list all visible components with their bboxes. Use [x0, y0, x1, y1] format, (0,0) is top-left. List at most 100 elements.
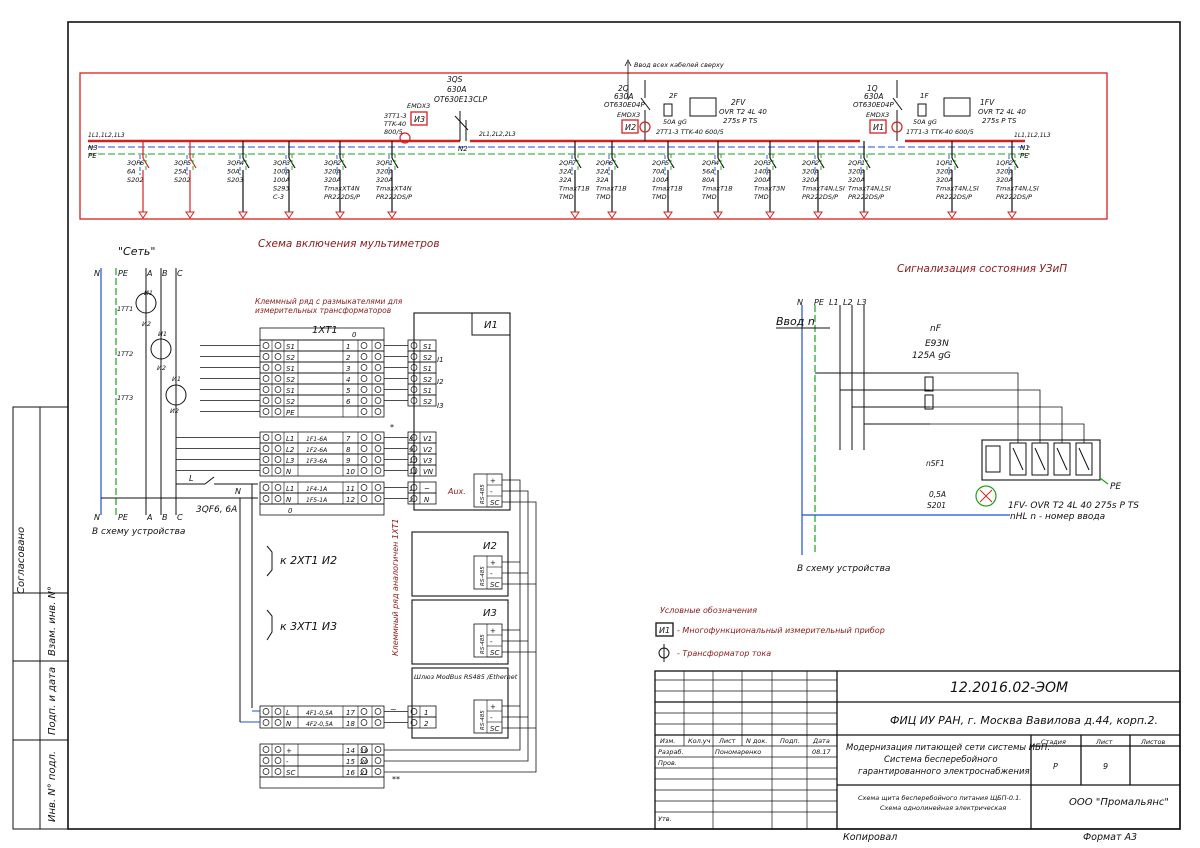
legend-meter-desc: - Многофункциональный измерительный приб… [677, 626, 885, 635]
meter-mid-box [621, 119, 639, 134]
meter1-aux-num: 2 [409, 496, 413, 504]
col-n: N [94, 269, 100, 278]
meter2-box [411, 531, 509, 597]
gateway-rs485-pin-2: SC [490, 725, 499, 733]
meter1-voltage-num: 9 [409, 446, 413, 454]
ct-terminal-row: PE [259, 405, 385, 418]
feeder-right-0-line-2: 320A [936, 176, 953, 184]
meter1-voltage-num: 11 [409, 468, 417, 476]
ct-row-num: 2 [346, 354, 351, 362]
spd-columns [801, 305, 865, 555]
col-pe: PE [118, 269, 129, 278]
voltage-row-a: N [286, 468, 292, 476]
meter1-aux-input: 1~ [407, 481, 437, 494]
voltage-row-a: L1 [286, 435, 294, 443]
aux-label: Aux. [447, 487, 466, 496]
feeder-left-1-line-2: S202 [174, 176, 191, 184]
tb-stage-head: Стадия [1041, 738, 1066, 746]
feeder-mid-4-line-0: 2QF3 [754, 159, 771, 167]
col-b-bottom: B [162, 513, 168, 522]
tb-project-2: Система бесперебойного [884, 755, 998, 765]
feeder-left-4-line-3: TmaxXT4N [324, 185, 360, 193]
aux-row-num: 12 [346, 496, 355, 504]
pe-right-label: PE [1020, 152, 1029, 160]
spd-fuse-switch [815, 372, 934, 425]
terminal-caption-1: Клеммный ряд с размыкателями для [255, 297, 403, 306]
aux-row-fuse: 1F4-1A [306, 486, 327, 493]
feeder-mid-1-line-3: TmaxT1B [596, 185, 627, 193]
modbus-wire [384, 490, 529, 762]
meter1-title-cell [471, 312, 511, 336]
ct-row-a: S1 [286, 365, 295, 373]
strip-star-mark: * [390, 423, 394, 432]
gateway-rs485-pin-1: - [490, 714, 493, 722]
meter-mid-label: И2 [625, 123, 636, 132]
spd-title: Сигнализация состояния УЗиП [897, 263, 1067, 275]
meter1-voltage-num: 8 [409, 435, 413, 443]
bus-row-num: 16 [346, 769, 355, 777]
meter1-ct-input-label: S1 [423, 387, 432, 395]
breaker-3qf6-label: 3QF6, 6A [196, 505, 237, 515]
phase-group-i3: I3 [437, 402, 444, 410]
ct1-label: 1TT1-3 TTK-40 600/5 [906, 128, 974, 136]
feeder-mid-6-line-3: TmaxT4N,LSI [848, 185, 891, 193]
spd-feed [852, 406, 1063, 443]
meter1-voltage-label: VN [423, 468, 434, 476]
voltage-row-fuse: 1F3-6A [306, 458, 327, 465]
meter1-voltage-label: V2 [423, 446, 433, 454]
meter-left-label: И3 [414, 115, 425, 124]
meter1-ct-input: S1 [407, 339, 437, 352]
spd-col-pe: PE [814, 298, 825, 307]
tb-dev-role: Разраб. [658, 748, 684, 756]
th-count: Кол.уч [688, 737, 711, 745]
ct3-i2: И2 [170, 407, 179, 415]
tb-approve-role: Утв. [658, 815, 672, 823]
breaker-3qf6 [101, 476, 258, 499]
meter1-ct-input: S2 [407, 394, 437, 407]
ct2-name: 1TT2 [117, 350, 133, 358]
spd-feed [815, 372, 1019, 443]
spd-pe-wire [1099, 477, 1109, 485]
emdx-mid: EMDX3 [617, 111, 640, 119]
fuse2-symbol [663, 103, 673, 117]
spd2-box [689, 97, 717, 117]
meter1-voltage-input: 9 V2 [407, 442, 437, 455]
ct-strip-zero: 0 [352, 331, 357, 339]
bus-phase-label-left: 1L1,1L2,1L3 [88, 132, 125, 139]
spd-to-device: В схему устройства [797, 564, 890, 574]
n-label: N [235, 487, 241, 496]
feeder-mid-5-line-2: 320A [802, 176, 819, 184]
bus-row-b: 19 [360, 747, 368, 755]
n3-label: N3 [88, 144, 98, 152]
feeder-group: 3QF66AS2023QF525AS2023QF450AS2033QF3100A… [127, 141, 1039, 219]
feeder-left-2-line-2: S203 [227, 176, 244, 184]
th-sheet: Лист [718, 737, 736, 745]
tb-sheet-head: Лист [1095, 738, 1113, 746]
feeder-mid-0-line-1: 32A [559, 168, 572, 176]
ct-left-label-0: 3TT1-3 [384, 112, 407, 120]
feeder-mid-6-line-4: PR222DS/P [848, 193, 884, 201]
ct-2 [150, 338, 172, 360]
gw-row-a: L [286, 709, 290, 717]
meter1-ct-input-label: S1 [423, 365, 432, 373]
feeder-mid-4-line-2: 200A [754, 176, 771, 184]
spd-signal-contact [985, 445, 1001, 473]
col-pe-bottom: PE [118, 513, 129, 522]
qs-label-2: OT630E13CLP [434, 95, 487, 104]
bus-row-a: - [286, 758, 289, 766]
th-doc: N док. [746, 737, 767, 745]
legend-meter-code: И1 [659, 626, 670, 635]
meter2-rs485-pin-0: + [490, 559, 496, 567]
legend-title: Условные обозначения [660, 606, 757, 615]
feeder-left-0-line-0: 3QF6 [127, 159, 144, 167]
